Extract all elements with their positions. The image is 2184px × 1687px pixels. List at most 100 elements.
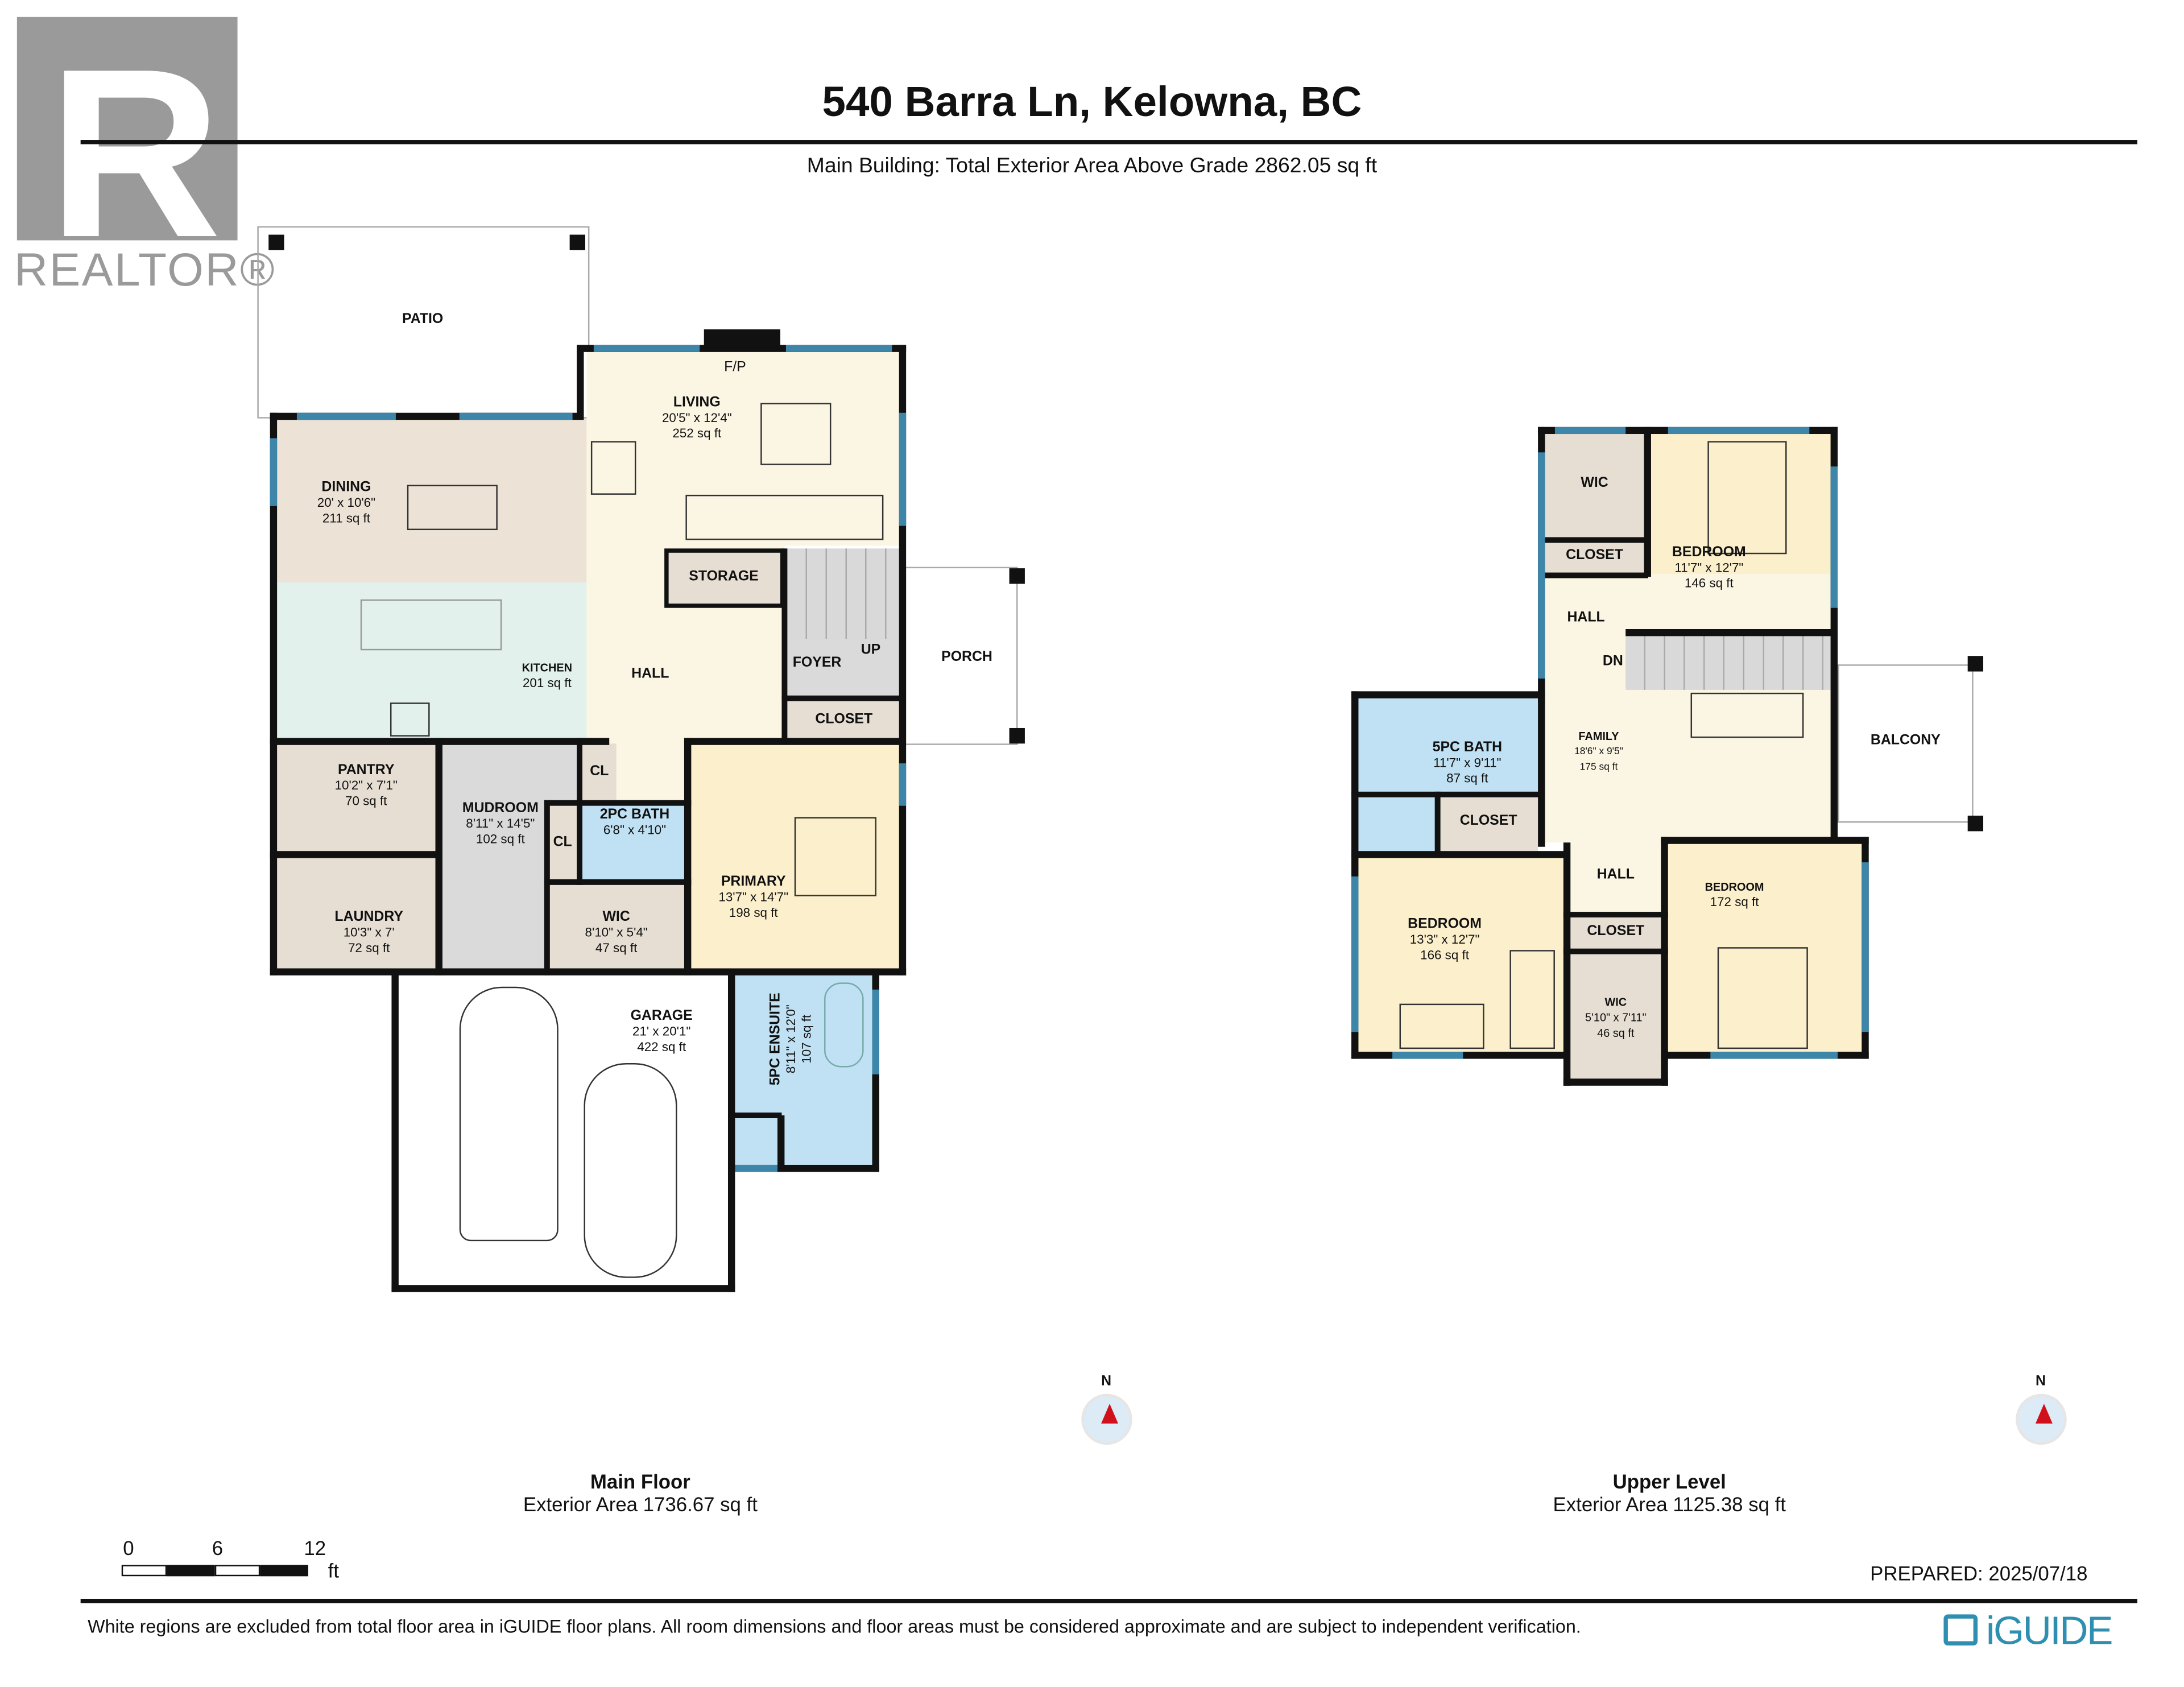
- wall: [577, 345, 584, 420]
- wall: [391, 969, 399, 1292]
- window: [270, 438, 278, 506]
- scale-unit: ft: [328, 1559, 339, 1582]
- room-hall-upper: [1569, 842, 1662, 913]
- label-closet-upper-1: CLOSET: [1566, 548, 1623, 564]
- room-wic-upper-2: [1569, 953, 1662, 1080]
- room-closet-foyer: [784, 698, 901, 741]
- label-cl-mudroom: CL: [553, 834, 572, 850]
- label-wic-upper: WIC: [1581, 475, 1608, 491]
- room-2pc-bath: [580, 803, 687, 882]
- room-toilet: [1356, 796, 1437, 853]
- label-porch: PORCH: [941, 650, 992, 665]
- wall: [781, 695, 904, 701]
- scale-segment: [167, 1565, 215, 1577]
- window: [459, 412, 573, 420]
- wall: [777, 1115, 785, 1169]
- wall: [1563, 842, 1571, 1086]
- iguide-logo: iGUIDE: [1943, 1609, 2113, 1654]
- room-cl-mudroom: [547, 803, 578, 882]
- window: [1710, 1052, 1838, 1059]
- room-living: [586, 350, 901, 546]
- prepared-date: PREPARED: 2025/07/18: [1870, 1562, 2088, 1585]
- staircase: [787, 548, 901, 639]
- window: [735, 1164, 777, 1172]
- coffee-table: [760, 403, 832, 465]
- window: [1554, 427, 1626, 435]
- room-cl-hall: [580, 743, 617, 800]
- fireplace: [704, 329, 780, 346]
- armchair: [590, 441, 636, 495]
- balcony-post: [1967, 816, 1984, 832]
- wall: [1661, 837, 1668, 1086]
- window: [1351, 876, 1359, 1032]
- room-primary: [686, 743, 901, 970]
- bed-upper-3: [1717, 947, 1808, 1049]
- compass-icon-upper: N: [2016, 1374, 2067, 1445]
- patio-post: [268, 234, 284, 250]
- window: [1830, 466, 1838, 608]
- room-foyer: [784, 639, 901, 698]
- scale-tick-12: 12: [304, 1536, 326, 1560]
- room-5pc-ensuite: [730, 972, 875, 1171]
- header-divider: [80, 140, 2137, 144]
- scale-segment: [260, 1565, 308, 1577]
- iguide-camera-icon: [1943, 1614, 1978, 1646]
- label-dn: DN: [1602, 654, 1623, 669]
- wall: [391, 1285, 735, 1292]
- wall: [270, 851, 440, 858]
- total-area-subtitle: Main Building: Total Exterior Area Above…: [806, 154, 1378, 179]
- label-foyer: FOYER: [792, 655, 842, 671]
- wall: [1434, 791, 1441, 854]
- wall: [270, 412, 278, 975]
- kitchen-island: [360, 599, 502, 651]
- window: [899, 412, 907, 526]
- wall: [1563, 912, 1668, 918]
- window: [899, 763, 907, 806]
- staircase-upper: [1625, 636, 1833, 690]
- label-fireplace: F/P: [724, 359, 746, 375]
- sofa-family: [1690, 692, 1804, 738]
- scale-segment: [214, 1565, 260, 1577]
- bed-upper-1: [1707, 441, 1787, 555]
- balcony-area: [1838, 664, 1974, 823]
- realtor-wordmark: REALTOR®: [14, 243, 276, 296]
- patio-post: [569, 234, 585, 250]
- label-up: UP: [861, 642, 881, 658]
- realtor-logo-mark: R: [16, 16, 238, 274]
- window: [593, 345, 700, 352]
- wall: [730, 1113, 782, 1118]
- window: [1668, 427, 1810, 435]
- label-hall-upper-1: HALL: [1567, 610, 1605, 626]
- wall: [1538, 537, 1648, 543]
- label-balcony: BALCONY: [1870, 733, 1941, 749]
- car-outline: [584, 1063, 677, 1278]
- porch-post: [1009, 727, 1025, 744]
- scale-segment: [121, 1565, 167, 1577]
- wall: [1644, 427, 1651, 577]
- room-bedroom-2: [1356, 855, 1566, 1053]
- room-closet-upper-2: [1439, 796, 1538, 853]
- room-5pc-bath: [1356, 697, 1541, 793]
- room-pantry: [275, 743, 439, 854]
- porch-post: [1009, 568, 1025, 584]
- wall: [270, 968, 907, 975]
- wall: [781, 548, 788, 744]
- wall: [684, 738, 905, 745]
- wall: [1351, 851, 1569, 858]
- dining-table: [407, 485, 498, 531]
- label-cl-hall: CL: [590, 764, 609, 780]
- wall: [1563, 948, 1668, 954]
- room-wic-main: [547, 884, 687, 970]
- label-hall: HALL: [631, 666, 669, 683]
